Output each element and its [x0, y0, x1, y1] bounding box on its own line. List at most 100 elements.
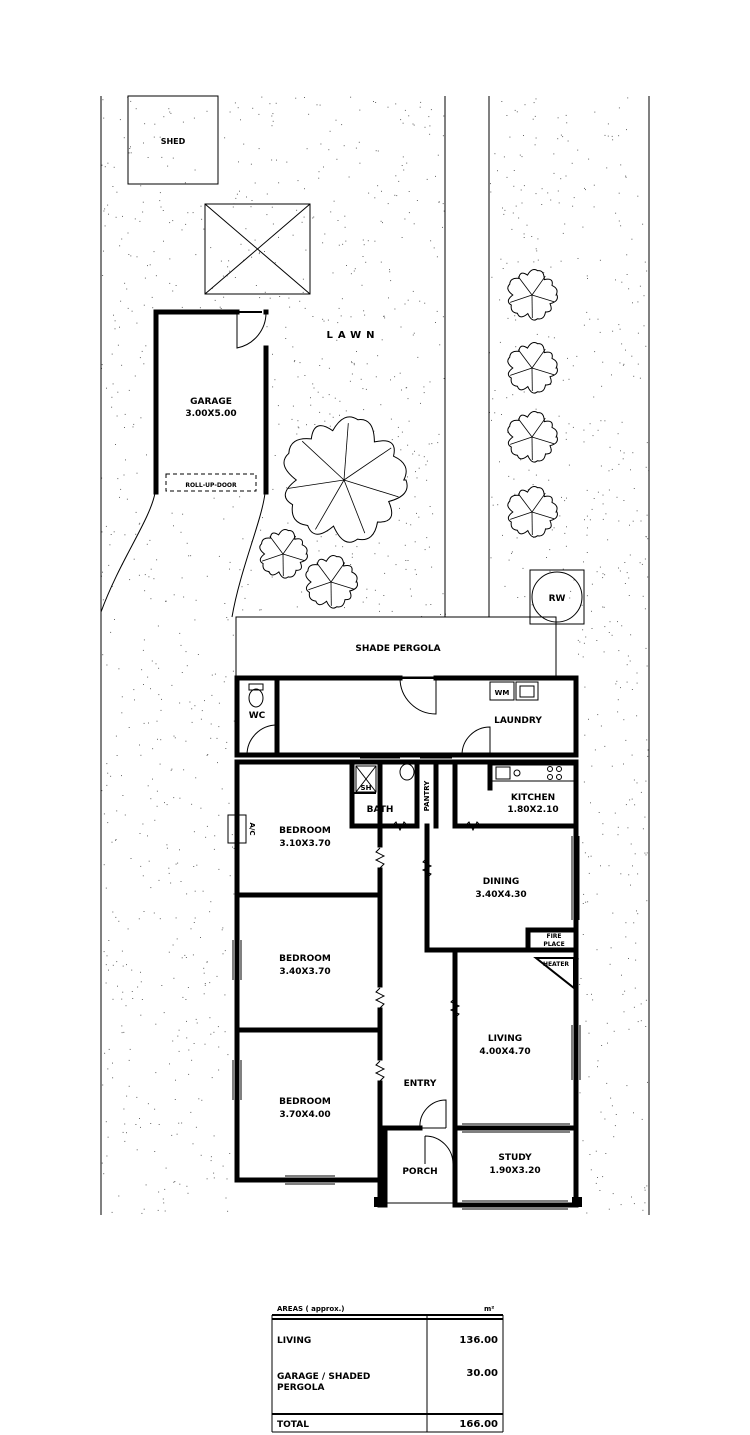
- lawn-dot: [407, 299, 409, 301]
- lawn-dot: [549, 549, 551, 551]
- lawn-dot: [107, 162, 109, 164]
- lawn-dot: [553, 153, 555, 155]
- lawn-dot: [627, 655, 629, 657]
- lawn-dot: [442, 593, 444, 595]
- lawn-dot: [363, 409, 365, 411]
- lawn-dot: [241, 586, 243, 588]
- lawn-dot: [148, 860, 150, 862]
- lawn-dot: [642, 828, 644, 830]
- lawn-dot: [588, 872, 590, 874]
- lawn-dot: [199, 307, 201, 309]
- lawn-dot: [502, 268, 504, 269]
- lawn-dot: [619, 570, 621, 572]
- lawn-dot: [158, 1124, 160, 1125]
- lawn-dot: [209, 982, 211, 984]
- lawn-dot: [251, 256, 253, 258]
- lawn-dot: [431, 443, 433, 445]
- lawn-dot: [204, 984, 206, 986]
- lawn-dot: [135, 108, 137, 110]
- lawn-dot: [590, 1169, 592, 1171]
- lawn-dot: [585, 1020, 587, 1022]
- lawn-dot: [389, 269, 390, 271]
- lawn-dot: [374, 197, 376, 199]
- lawn-dot: [549, 570, 551, 572]
- lawn-dot: [211, 694, 213, 696]
- lawn-dot: [156, 720, 158, 722]
- lawn-dot: [106, 784, 108, 786]
- area-row-value: 136.00: [459, 1335, 498, 1346]
- lawn-dot: [423, 386, 425, 388]
- lawn-dot: [154, 123, 156, 125]
- lawn-dot: [615, 212, 617, 214]
- lawn-dot: [633, 779, 635, 781]
- lawn-dot: [179, 849, 180, 851]
- lawn-dot: [383, 595, 385, 596]
- lawn-dot: [416, 477, 418, 479]
- lawn-dot: [610, 947, 612, 949]
- lawn-dot: [117, 344, 119, 346]
- lawn-dot: [128, 1059, 130, 1061]
- lawn-dot: [583, 441, 585, 443]
- lawn-dot: [559, 515, 561, 517]
- lawn-dot: [190, 928, 192, 930]
- lawn-dot: [149, 264, 151, 266]
- lawn-dot: [420, 402, 421, 404]
- lawn-dot: [351, 556, 353, 558]
- lawn-dot: [110, 631, 112, 633]
- lawn-dot: [621, 343, 623, 345]
- tree: [507, 269, 558, 321]
- lawn-dot: [118, 668, 120, 670]
- lawn-dot: [395, 175, 397, 177]
- lawn-dot: [102, 599, 104, 601]
- lawn-dot: [155, 275, 157, 277]
- lawn-dot: [184, 182, 186, 184]
- lawn-dot: [243, 143, 245, 145]
- lawn-dot: [552, 595, 554, 597]
- lawn-dot: [640, 1003, 642, 1005]
- lawn-dot: [338, 307, 340, 309]
- lawn-dot: [628, 288, 630, 290]
- lawn-dot: [623, 363, 625, 365]
- lawn-dot: [633, 922, 635, 924]
- lawn-dot: [163, 240, 164, 242]
- lawn-dot: [404, 109, 406, 111]
- lawn-dot: [191, 803, 193, 805]
- lawn-dot: [170, 882, 172, 884]
- lawn-dot: [218, 868, 220, 870]
- lawn-dot: [647, 1081, 648, 1083]
- lawn-dot: [316, 540, 318, 542]
- lawn-dot: [129, 148, 131, 149]
- lawn-dot: [179, 632, 181, 634]
- lawn-dot: [543, 272, 545, 273]
- lawn-dot: [169, 222, 171, 224]
- lawn-dot: [412, 123, 414, 125]
- lawn-dot: [271, 115, 273, 117]
- lawn-dot: [319, 365, 321, 366]
- lawn-dot: [628, 1028, 630, 1030]
- lawn-dot: [109, 544, 111, 546]
- lawn-dot: [584, 734, 586, 736]
- lawn-dot: [634, 853, 636, 855]
- lawn-dot: [506, 397, 508, 399]
- lawn-dot: [322, 242, 324, 244]
- lawn-dot: [188, 555, 190, 557]
- lawn-dot: [363, 244, 365, 246]
- lawn-dot: [536, 250, 538, 252]
- lawn-dot: [611, 468, 613, 470]
- lawn-dot: [388, 297, 389, 299]
- lawn-dot: [142, 875, 144, 877]
- lawn-dot: [190, 1111, 192, 1113]
- lawn-dot: [506, 176, 508, 178]
- lawn-dot: [213, 1172, 215, 1174]
- lawn-dot: [251, 200, 253, 201]
- fireplace-label-2: PLACE: [543, 941, 564, 948]
- lawn-dot: [645, 466, 647, 468]
- lawn-dot: [266, 214, 268, 216]
- lawn-dot: [584, 852, 586, 854]
- dining-size: 3.40X4.30: [475, 890, 526, 900]
- lawn-dot: [206, 961, 208, 963]
- lawn-dot: [186, 665, 188, 667]
- lawn-dot: [601, 1045, 603, 1046]
- lawn-dot: [232, 846, 233, 848]
- lawn-dot: [400, 449, 402, 451]
